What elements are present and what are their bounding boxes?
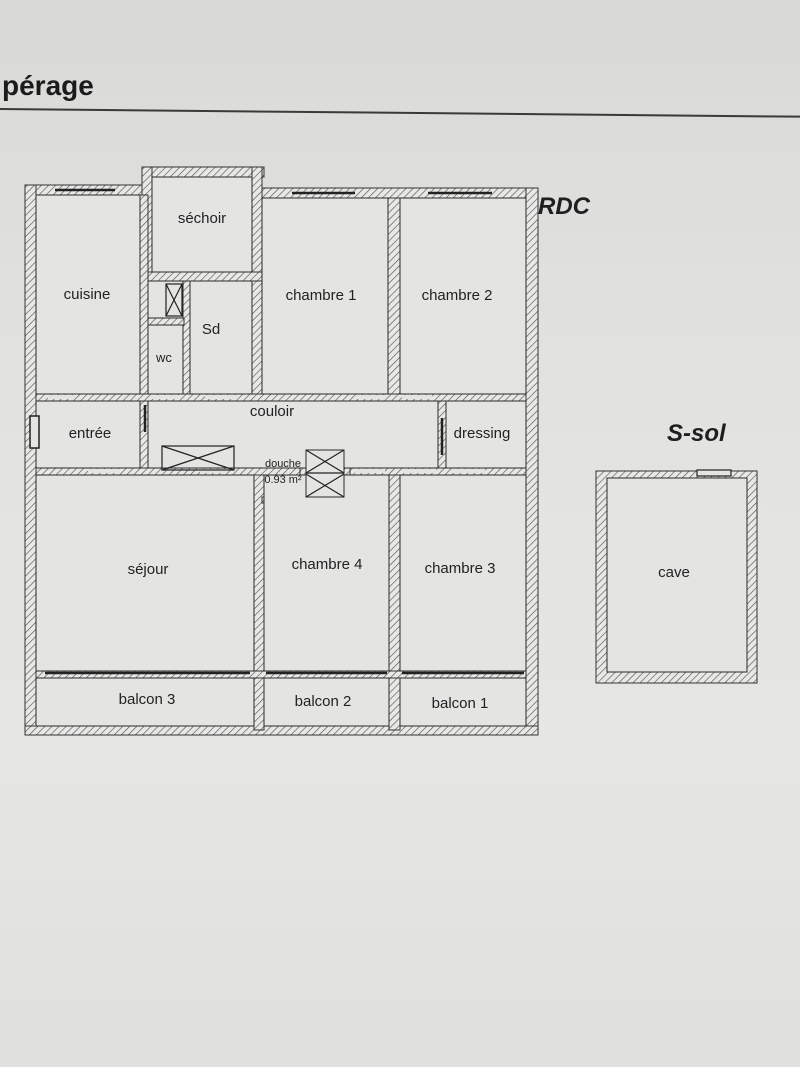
label-wc: wc — [155, 350, 172, 365]
label-balcon-3: balcon 3 — [119, 691, 176, 708]
label-chambre-1: chambre 1 — [286, 287, 357, 304]
room-labels: séchoir cuisine chambre 1 chambre 2 Sd w… — [64, 210, 690, 712]
label-cave: cave — [658, 564, 690, 581]
label-balcon-1: balcon 1 — [432, 695, 489, 712]
label-sd: Sd — [202, 321, 220, 338]
label-chambre-3: chambre 3 — [425, 560, 496, 577]
label-cuisine: cuisine — [64, 286, 111, 303]
label-sejour: séjour — [128, 561, 169, 578]
entrance-door — [29, 415, 40, 449]
label-couloir: couloir — [250, 403, 294, 420]
label-entree: entrée — [69, 425, 112, 442]
label-chambre-2: chambre 2 — [422, 287, 493, 304]
cave-walls — [595, 469, 758, 684]
basement-level-label: S-sol — [667, 420, 726, 447]
rdc-room-fills — [35, 176, 527, 727]
page-heading: pérage — [2, 70, 94, 101]
rdc-level-label: RDC — [538, 193, 590, 220]
label-douche-area: 0.93 m² — [264, 474, 302, 486]
label-balcon-2: balcon 2 — [295, 693, 352, 710]
door-openings — [48, 395, 485, 473]
rdc-windows — [45, 188, 524, 675]
label-dressing: dressing — [454, 425, 511, 442]
cupboard-marks — [161, 283, 345, 498]
label-douche: douche — [265, 458, 301, 470]
label-sechoir: séchoir — [178, 210, 226, 227]
label-chambre-4: chambre 4 — [292, 556, 363, 573]
